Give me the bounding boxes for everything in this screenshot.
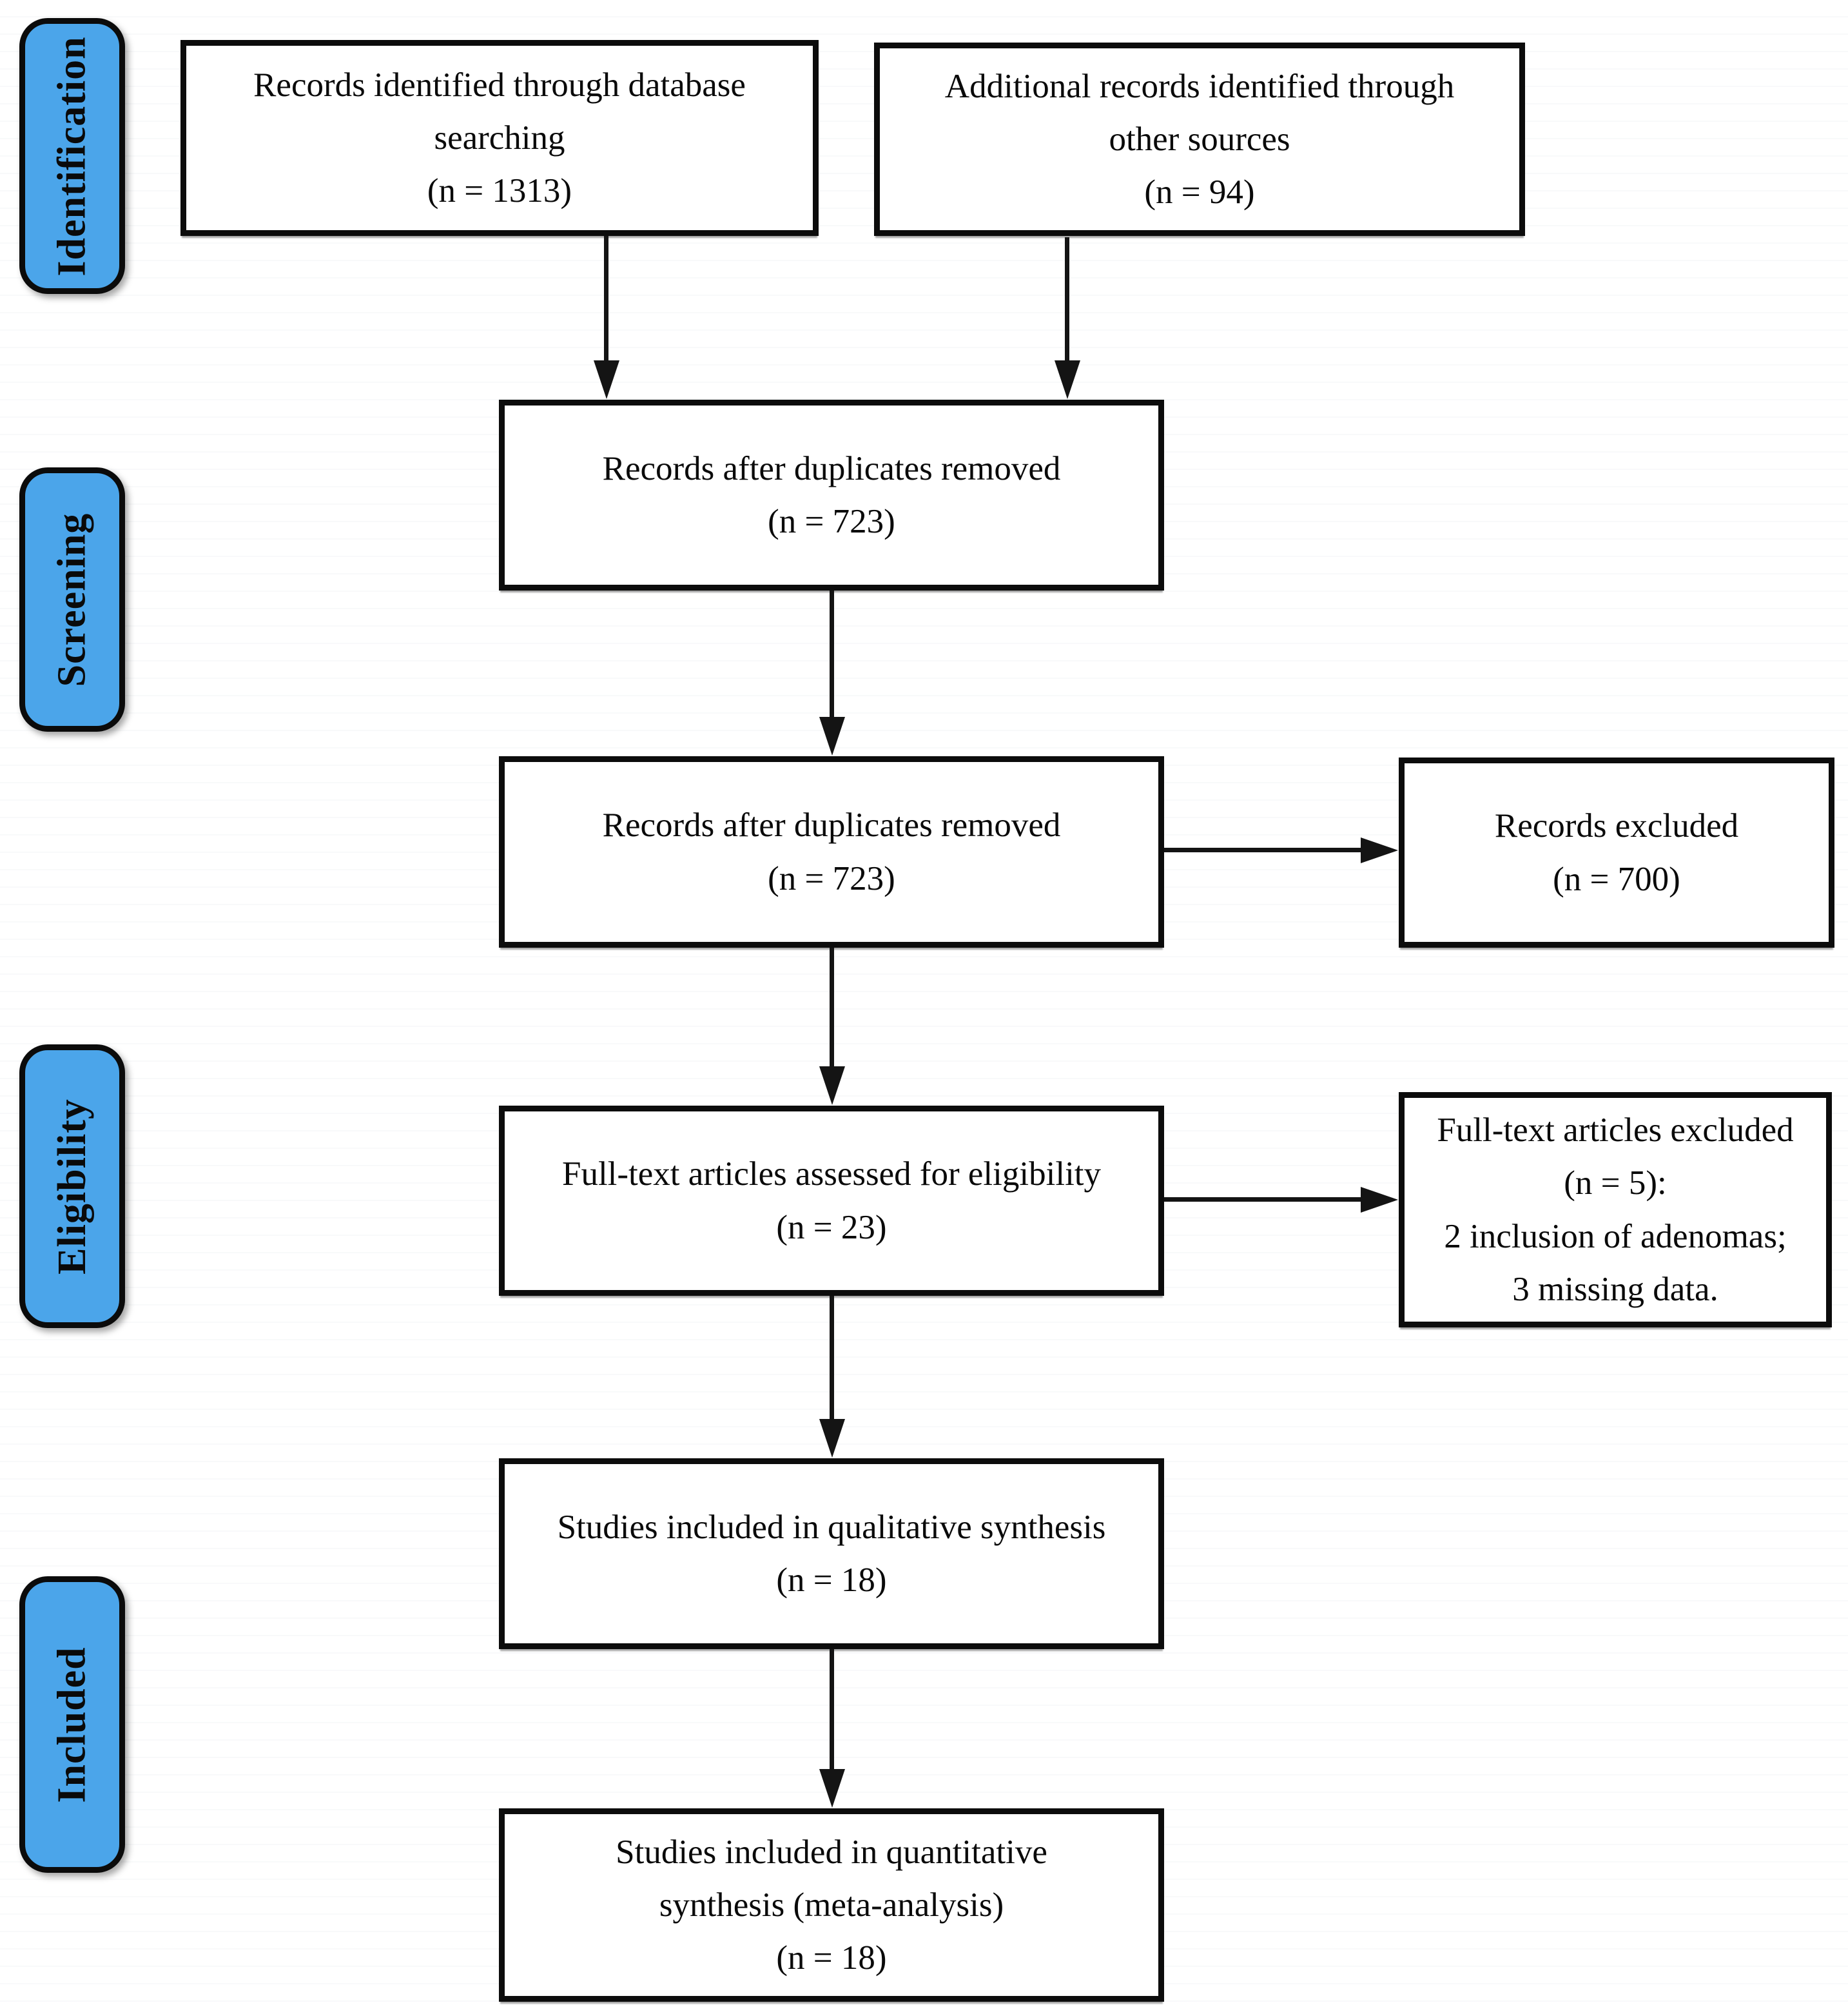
stage-identification-label: Identification (50, 35, 94, 277)
stage-identification: Identification (19, 18, 125, 294)
box-fulltext-articles-assessed: Full-text articles assessed for eligibil… (499, 1106, 1164, 1296)
stage-included: Included (19, 1576, 125, 1873)
arrow-duplicates-to-screened-icon (830, 591, 834, 718)
arrow-fulltext-to-qualitative-icon (830, 1296, 834, 1420)
stage-screening: Screening (19, 467, 125, 732)
stage-included-label: Included (50, 1646, 94, 1803)
arrow-screened-to-fulltext-icon (830, 948, 834, 1067)
box-studies-qualitative-synthesis: Studies included in qualitative synthesi… (499, 1458, 1164, 1649)
arrow-other-sources-to-duplicates-icon (1065, 237, 1069, 361)
box-fulltext-articles-excluded: Full-text articles excluded (n = 5): 2 i… (1399, 1092, 1832, 1327)
arrow-database-to-duplicates-icon (604, 236, 608, 361)
arrow-fulltext-to-excluded-icon (1164, 1197, 1361, 1202)
box-additional-records-other-sources: Additional records identified through ot… (874, 43, 1525, 236)
box-records-excluded: Records excluded (n = 700) (1399, 758, 1834, 948)
box-studies-quantitative-synthesis: Studies included in quantitative synthes… (499, 1808, 1164, 2002)
arrow-screened-to-excluded-icon (1164, 848, 1361, 852)
box-records-after-duplicates-removed-2: Records after duplicates removed (n = 72… (499, 756, 1164, 948)
box-records-identified-database: Records identified through database sear… (180, 40, 819, 236)
stage-eligibility-label: Eligibility (50, 1098, 94, 1275)
arrow-qualitative-to-quantitative-icon (830, 1649, 834, 1770)
stage-eligibility: Eligibility (19, 1044, 125, 1328)
stage-screening-label: Screening (50, 513, 94, 687)
box-records-after-duplicates-removed-1: Records after duplicates removed (n = 72… (499, 400, 1164, 591)
